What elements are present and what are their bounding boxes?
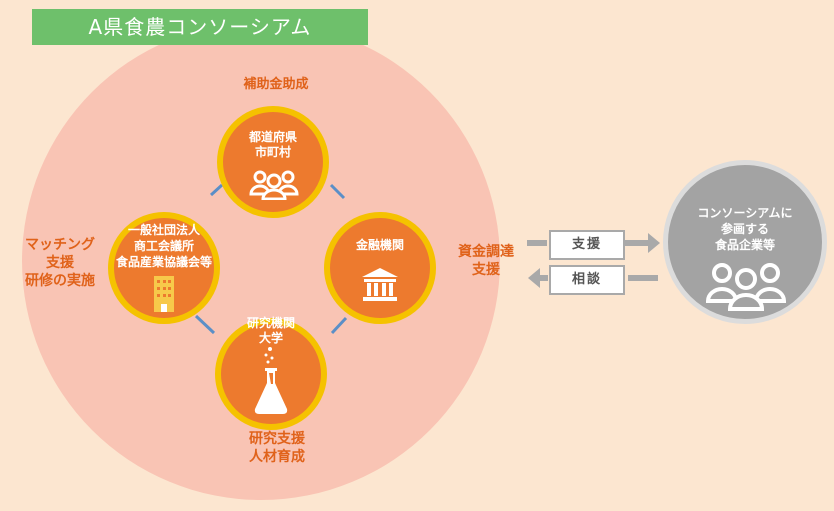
connector-bottom-left	[194, 314, 216, 335]
consult-arrow-shaft	[540, 275, 548, 281]
bank-icon	[362, 268, 398, 301]
support-box: 支援	[549, 230, 625, 260]
member-companies-circle: コンソーシアムに 参画する 食品企業等	[663, 160, 827, 324]
support-arrow-head	[648, 233, 660, 253]
label-matching: マッチング 支援 研修の実施	[25, 237, 95, 289]
node-research-label: 研究機関 大学	[246, 316, 295, 345]
label-research: 研究支援 人材育成	[249, 431, 305, 465]
connector-top-left	[209, 183, 224, 197]
label-subsidy: 補助金助成	[243, 77, 309, 92]
people-icon	[705, 263, 787, 311]
node-research: 研究機関 大学	[215, 316, 327, 430]
node-financial-label: 金融機関	[355, 238, 404, 252]
support-arrow-shaft	[625, 240, 649, 246]
connector-top-right	[329, 183, 346, 200]
building-icon	[154, 276, 174, 312]
label-funding: 資金調達 支援	[458, 244, 514, 278]
consult-arrow-head	[528, 268, 540, 288]
member-companies-label: コンソーシアムに 参画する 食品企業等	[697, 206, 793, 252]
support-arrow-tail	[527, 240, 547, 246]
node-financial: 金融機関	[324, 212, 436, 324]
people-icon	[249, 170, 299, 200]
node-associations: 一般社団法人 商工会議所 食品産業協議会等	[108, 212, 220, 324]
consult-arrow-tail	[628, 275, 658, 281]
node-associations-label: 一般社団法人 商工会議所 食品産業協議会等	[115, 223, 212, 269]
flask-icon	[254, 347, 288, 414]
connector-bottom-right	[330, 316, 348, 335]
consult-box: 相談	[549, 265, 625, 295]
node-government: 都道府県 市町村	[217, 106, 329, 218]
title-banner: A県食農コンソーシアム	[32, 9, 368, 45]
node-government-label: 都道府県 市町村	[248, 130, 297, 159]
